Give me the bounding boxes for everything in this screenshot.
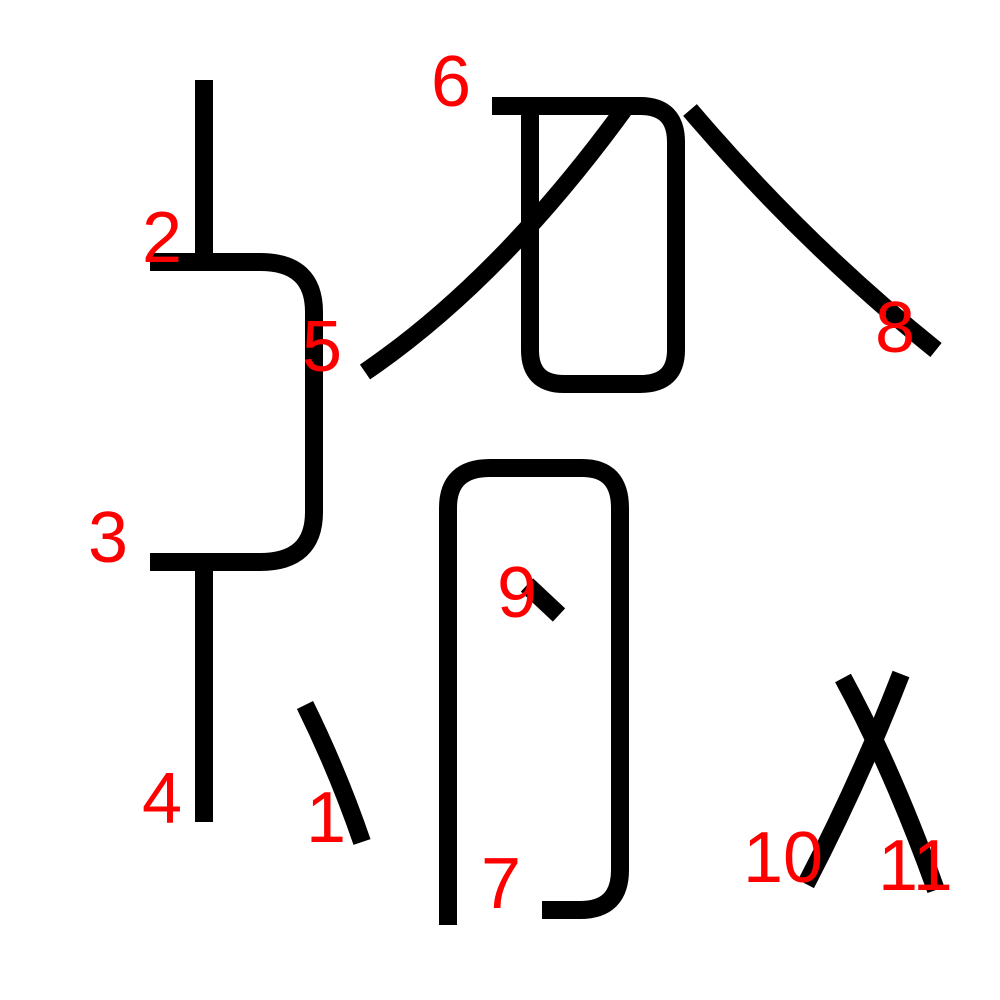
stroke-5-path bbox=[359, 102, 633, 380]
stroke-6-label: 6 bbox=[431, 42, 471, 122]
stroke-3-path bbox=[150, 253, 323, 571]
stroke-10-label: 10 bbox=[743, 818, 823, 898]
stroke-11-label: 11 bbox=[878, 826, 953, 906]
stroke-9-label: 9 bbox=[497, 553, 537, 633]
stroke-1-label: 1 bbox=[306, 778, 346, 858]
stroke-6-path bbox=[492, 97, 685, 393]
stroke-7-path bbox=[439, 459, 629, 925]
stroke-8-path bbox=[683, 104, 942, 358]
stroke-3-label: 3 bbox=[88, 498, 128, 578]
stroke-7-label: 7 bbox=[481, 844, 521, 924]
stroke-11-path bbox=[835, 673, 945, 894]
stroke-9-path bbox=[520, 578, 566, 622]
stroke-4-label: 4 bbox=[142, 759, 182, 839]
stroke-10-path bbox=[798, 670, 910, 889]
stroke-2-label: 2 bbox=[142, 198, 182, 278]
stroke-8-label: 8 bbox=[875, 288, 915, 368]
stroke-1-path bbox=[296, 701, 371, 845]
stroke-5-label: 5 bbox=[302, 307, 342, 387]
